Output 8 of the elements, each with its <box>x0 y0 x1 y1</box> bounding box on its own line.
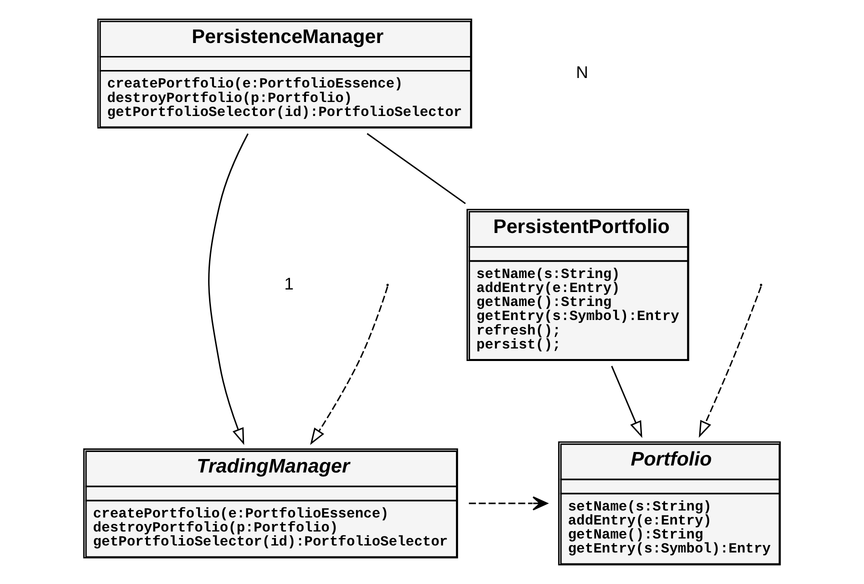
arrow <box>310 286 388 445</box>
label: 1 <box>284 274 294 294</box>
arrow <box>208 133 249 446</box>
connector <box>366 133 466 204</box>
arrow <box>611 366 642 438</box>
label: N <box>576 62 588 82</box>
arrow <box>698 286 762 438</box>
arrow <box>468 496 548 510</box>
